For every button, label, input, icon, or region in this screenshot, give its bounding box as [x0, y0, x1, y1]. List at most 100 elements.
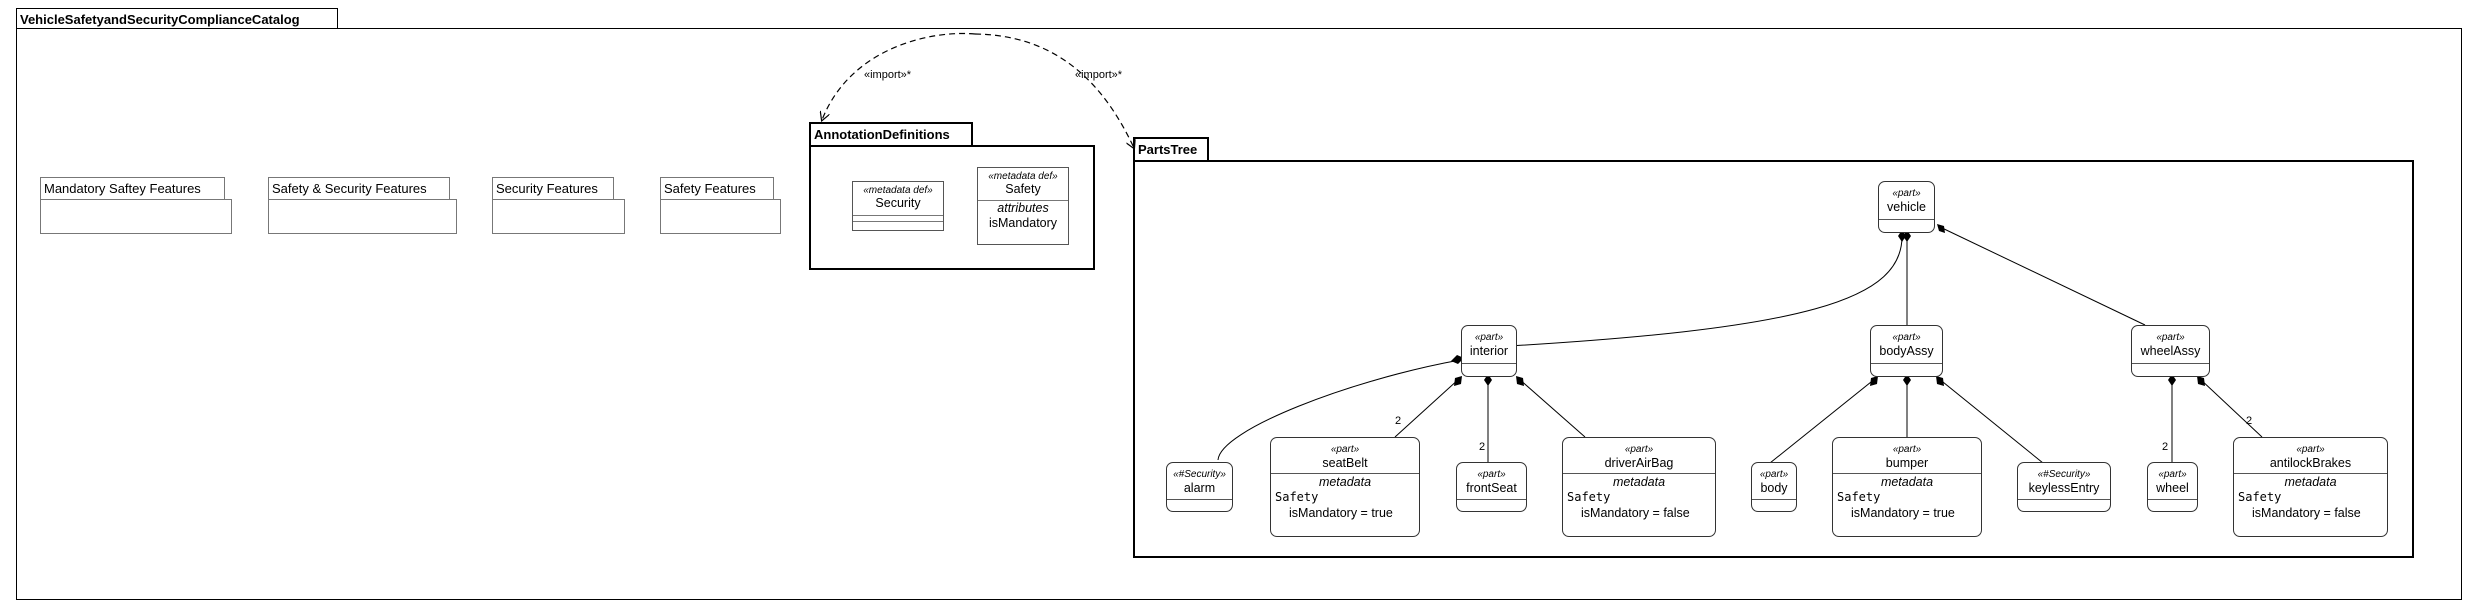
- divider: [1871, 363, 1942, 364]
- package-label: Mandatory Saftey Features: [44, 181, 201, 196]
- divider: [1833, 473, 1981, 474]
- import-arrow-partstree: [974, 33, 1134, 148]
- package-body-security: [492, 199, 625, 234]
- package-mandatory-safety-features[interactable]: Mandatory Saftey Features: [40, 177, 225, 199]
- link-bodyAssy-body: [1769, 377, 1877, 464]
- divider: [853, 221, 943, 222]
- divider: [853, 215, 943, 216]
- root-package-title: VehicleSafetyandSecurityComplianceCatalo…: [20, 12, 300, 27]
- compartment-title: attributes: [997, 201, 1049, 215]
- compartment-title: metadata: [1612, 475, 1666, 489]
- composition-diamond: [1898, 230, 1906, 242]
- part-wheelAssy[interactable]: «part» wheelAssy: [2131, 325, 2210, 377]
- part-seatBelt[interactable]: «part» seatBelt metadata Safety isMandat…: [1270, 437, 1420, 537]
- link-interior-alarm: [1217, 359, 1461, 461]
- multiplicity-antilockBrakes: 2: [2246, 415, 2252, 427]
- stereotype: «#Security»: [2037, 469, 2091, 480]
- divider: [1271, 473, 1419, 474]
- part-name: keylessEntry: [2028, 481, 2100, 495]
- root-package-tab[interactable]: VehicleSafetyandSecurityComplianceCatalo…: [16, 8, 338, 29]
- package-body-mandatory: [40, 199, 232, 234]
- composition-diamond: [2197, 376, 2205, 386]
- part-frontSeat[interactable]: «part» frontSeat: [1456, 462, 1527, 512]
- metadata-name: Safety: [2238, 490, 2282, 504]
- composition-diamond: [1454, 376, 1462, 386]
- package-safety-features[interactable]: Safety Features: [660, 177, 774, 199]
- part-body[interactable]: «part» body: [1751, 462, 1797, 512]
- metadata-attribute: isMandatory = false: [1581, 506, 1690, 520]
- divider: [2132, 363, 2209, 364]
- package-safety-security-features[interactable]: Safety & Security Features: [268, 177, 450, 199]
- divider: [2018, 499, 2110, 500]
- stereotype: «part»: [1624, 444, 1654, 455]
- part-keylessEntry[interactable]: «#Security» keylessEntry: [2017, 462, 2111, 512]
- part-wheel[interactable]: «part» wheel: [2147, 462, 2198, 512]
- stereotype: «part»: [1759, 469, 1789, 480]
- part-antilockBrakes[interactable]: «part» antilockBrakes metadata Safety is…: [2233, 437, 2388, 537]
- divider: [1167, 499, 1232, 500]
- composition-diamond: [1516, 376, 1524, 386]
- part-bumper[interactable]: «part» bumper metadata Safety isMandator…: [1832, 437, 1982, 537]
- metadata-name: Safety: [1567, 490, 1611, 504]
- stereotype: «part»: [1892, 188, 1921, 199]
- part-name: antilockBrakes: [2269, 456, 2352, 470]
- part-name: vehicle: [1887, 200, 1926, 214]
- metadata-attribute: isMandatory = true: [1851, 506, 1955, 520]
- stereotype: «part»: [1477, 469, 1506, 480]
- def-name: Safety: [1005, 182, 1041, 196]
- package-label: Security Features: [496, 181, 598, 196]
- composition-diamond: [1903, 374, 1911, 386]
- part-alarm[interactable]: «#Security» alarm: [1166, 462, 1233, 512]
- compartment-title: metadata: [2284, 475, 2337, 489]
- security-metadata-def[interactable]: «metadata def» Security: [852, 181, 944, 231]
- stereotype: «part»: [1330, 444, 1360, 455]
- composition-diamond: [1903, 230, 1911, 242]
- divider: [1457, 499, 1526, 500]
- annotation-definitions-tab[interactable]: AnnotationDefinitions: [809, 122, 973, 146]
- link-interior-driverAirBag: [1517, 377, 1586, 438]
- part-name: wheel: [2156, 481, 2189, 495]
- stereotype: «part»: [2156, 332, 2185, 343]
- metadata-attribute: isMandatory = false: [2252, 506, 2361, 520]
- link-wheelAssy-antilockBrakes: [2198, 377, 2263, 438]
- package-body-safety: [660, 199, 781, 234]
- composition-diamond: [1484, 374, 1492, 386]
- metadata-name: Safety: [1837, 490, 1881, 504]
- part-name: bodyAssy: [1879, 344, 1934, 358]
- attribute: isMandatory: [988, 216, 1058, 230]
- stereotype: «metadata def»: [988, 171, 1058, 182]
- safety-metadata-def[interactable]: «metadata def» Safety attributes isManda…: [977, 167, 1069, 245]
- part-driverAirBag[interactable]: «part» driverAirBag metadata Safety isMa…: [1562, 437, 1716, 537]
- stereotype: «part»: [1892, 332, 1921, 343]
- stereotype: «#Security»: [1173, 469, 1226, 480]
- stereotype: «part»: [1892, 444, 1922, 455]
- link-vehicle-wheelAssy: [1939, 226, 2146, 326]
- part-name: bumper: [1885, 456, 1929, 470]
- import-arrow-annotation: [822, 32, 976, 120]
- package-security-features[interactable]: Security Features: [492, 177, 614, 199]
- multiplicity-frontSeat: 2: [1479, 441, 1485, 453]
- stereotype: «part»: [1474, 332, 1504, 343]
- part-interior[interactable]: «part» interior: [1461, 325, 1517, 377]
- package-label: Safety & Security Features: [272, 181, 427, 196]
- divider: [2148, 499, 2197, 500]
- divider: [978, 200, 1068, 201]
- multiplicity-wheel: 2: [2162, 441, 2168, 453]
- import-label-right: «import»*: [1075, 69, 1123, 81]
- package-label: Safety Features: [664, 181, 756, 196]
- part-bodyAssy[interactable]: «part» bodyAssy: [1870, 325, 1943, 377]
- multiplicity-seatBelt: 2: [1395, 415, 1401, 427]
- composition-diamond: [2168, 374, 2176, 386]
- part-vehicle[interactable]: «part» vehicle: [1878, 181, 1935, 233]
- parts-tree-tab[interactable]: PartsTree: [1133, 137, 1209, 161]
- annotation-definitions-title: AnnotationDefinitions: [814, 127, 950, 142]
- part-name: seatBelt: [1322, 456, 1368, 470]
- metadata-name: Safety: [1275, 490, 1319, 504]
- def-name: Security: [875, 196, 921, 210]
- divider: [1563, 473, 1715, 474]
- link-interior-seatBelt: [1394, 377, 1461, 438]
- divider: [1879, 219, 1934, 220]
- package-body-safety-security: [268, 199, 457, 234]
- composition-diamond: [1870, 376, 1878, 386]
